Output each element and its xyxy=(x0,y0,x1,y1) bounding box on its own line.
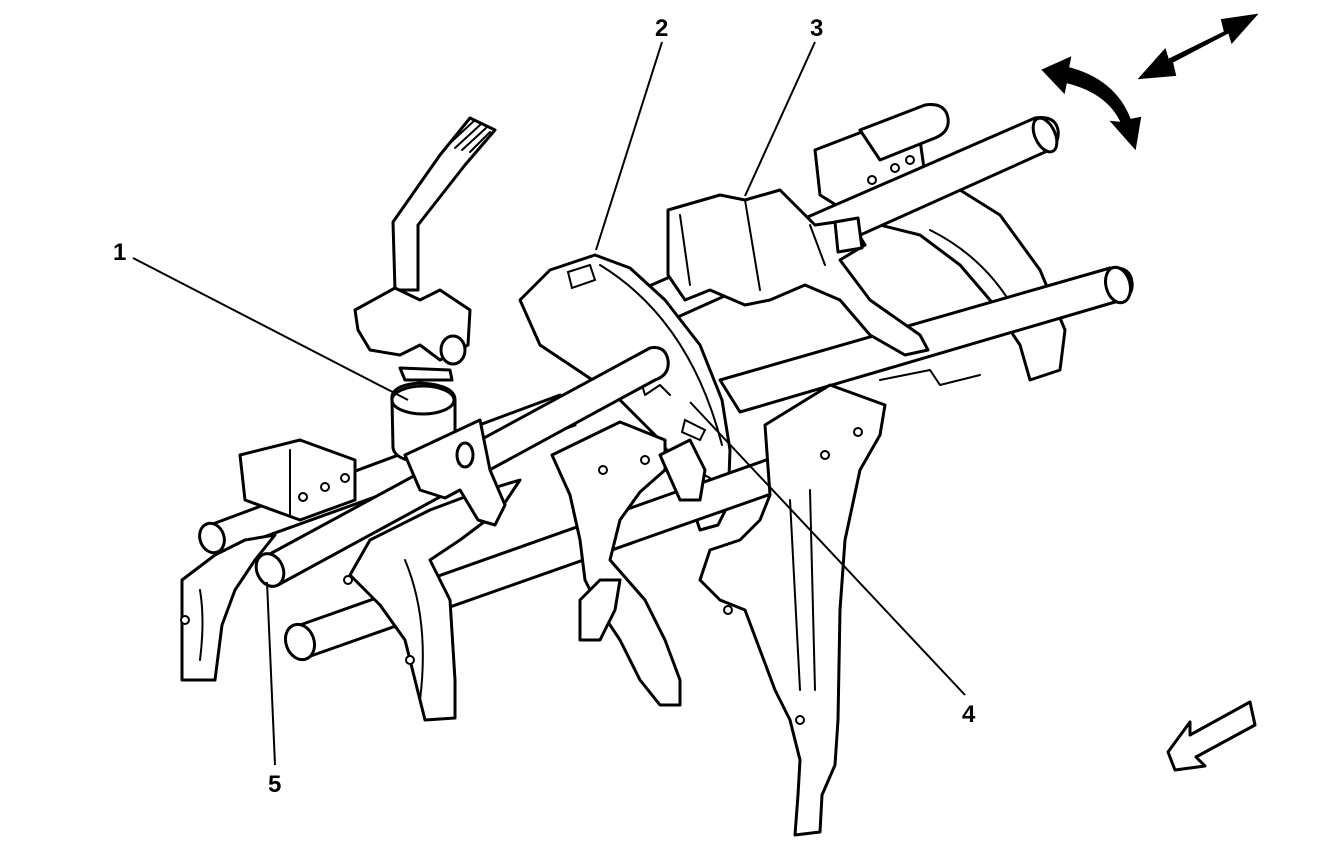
middle-shift-rail xyxy=(718,265,1134,414)
leader-lines xyxy=(132,41,966,766)
leader-line-3 xyxy=(744,41,816,197)
double-headed-straight-arrow-icon xyxy=(1137,13,1259,80)
leader-line-5 xyxy=(266,581,276,766)
callout-3: 3 xyxy=(810,15,823,42)
middle-front-fork xyxy=(550,420,707,707)
shift-lug-3 xyxy=(666,188,930,357)
left-shift-fork xyxy=(180,438,357,682)
double-headed-curved-arrow-icon xyxy=(1041,56,1142,151)
hollow-front-direction-arrow-icon xyxy=(1166,700,1257,772)
front-shift-fork xyxy=(698,383,887,837)
leader-line-2 xyxy=(595,41,663,251)
callout-1: 1 xyxy=(113,239,126,266)
leader-line-1 xyxy=(132,257,409,401)
callout-5: 5 xyxy=(268,771,281,798)
leader-line-4 xyxy=(689,401,966,696)
shift-lever xyxy=(353,116,507,527)
callout-2: 2 xyxy=(655,15,668,42)
callout-4: 4 xyxy=(962,701,976,728)
